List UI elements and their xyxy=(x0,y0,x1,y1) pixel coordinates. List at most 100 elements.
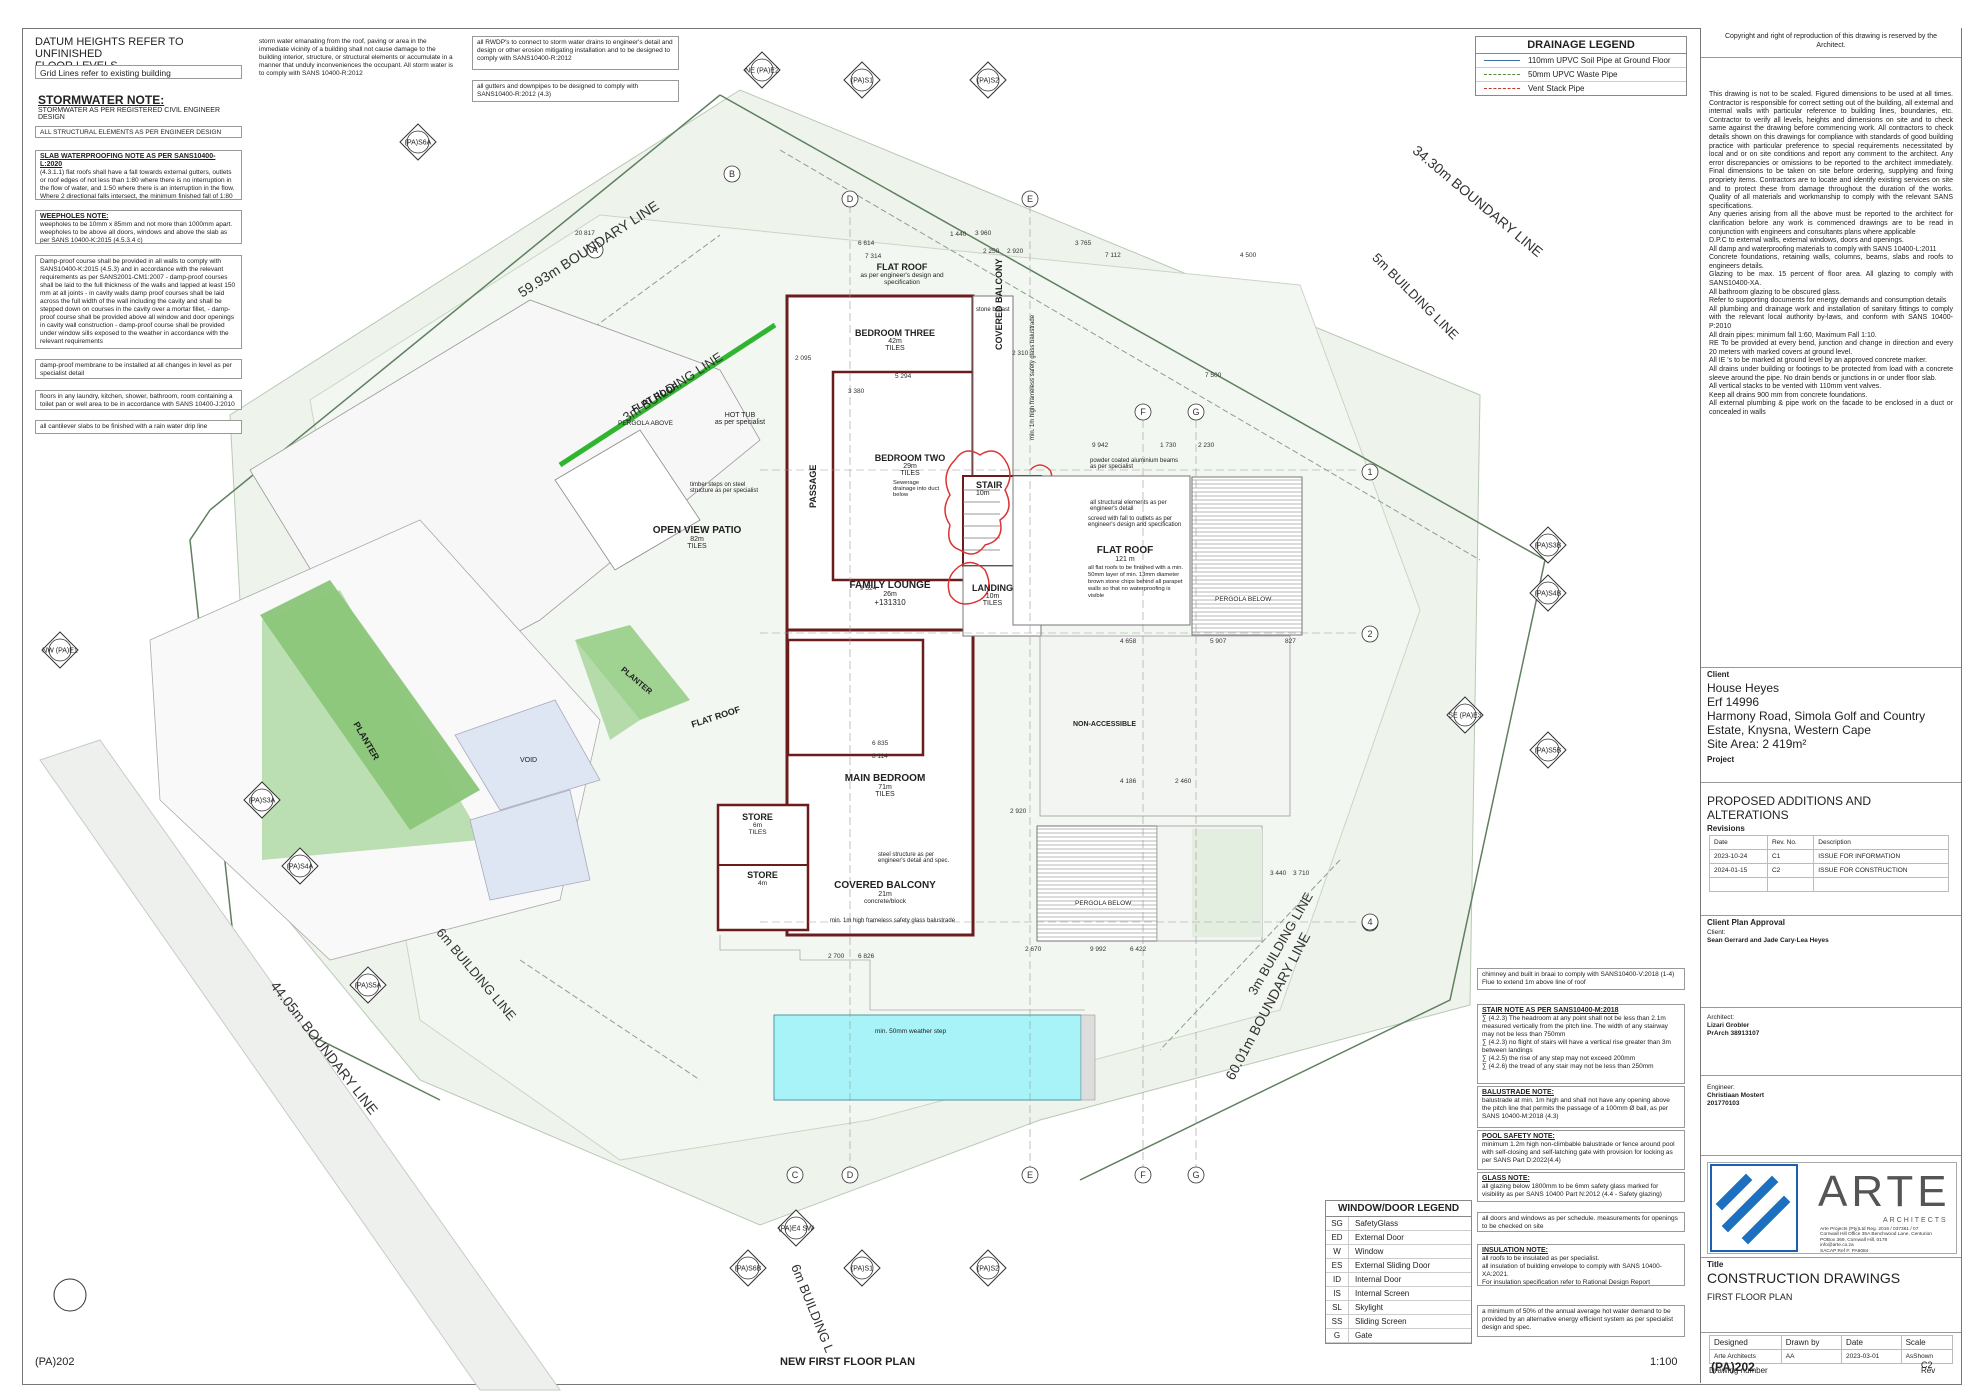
doors-note: all doors and windows as per schedule. m… xyxy=(1477,1212,1685,1232)
legend-code: SG xyxy=(1326,1217,1349,1230)
svg-text:(PA)S1: (PA)S1 xyxy=(851,78,873,85)
swimming-pool xyxy=(773,1014,1082,1101)
soil-pipe-swatch xyxy=(1484,60,1520,61)
section-marker: (PA)S3B xyxy=(1529,526,1567,564)
floors-note: floors in any laundry, kitchen, shower, … xyxy=(35,390,242,410)
section-marker: (PA)S4B xyxy=(1529,574,1567,612)
legend-code: G xyxy=(1326,1329,1349,1342)
water-heating-note: a minimum of 50% of the annual average h… xyxy=(1477,1305,1685,1337)
svg-text:(PA)S5A: (PA)S5A xyxy=(355,983,382,990)
arte-logo-icon xyxy=(1710,1164,1798,1252)
svg-text:E: E xyxy=(1027,194,1033,204)
grid-lines-note: Grid Lines refer to existing building xyxy=(35,65,242,79)
grid-marker: G xyxy=(1187,1166,1205,1184)
section-marker: NW (PA)E1 xyxy=(41,631,79,669)
stair-note: STAIR NOTE AS PER SANS10400-M:2018∑ (4.2… xyxy=(1477,1004,1685,1084)
svg-text:C: C xyxy=(792,1170,799,1180)
gutters-note: all gutters and downpipes to be designed… xyxy=(472,80,679,102)
rwdp-note: all RWDP's to connect to storm water dra… xyxy=(472,36,679,70)
logo-box: ARTE ARCHITECTS Arte Projects (Pty)Ltd R… xyxy=(1701,1156,1961,1258)
svg-text:G: G xyxy=(1192,1170,1199,1180)
vent-stack-swatch xyxy=(1484,88,1520,89)
legend-desc: Sliding Screen xyxy=(1355,1317,1407,1326)
legend-code: ES xyxy=(1326,1259,1349,1272)
section-marker: (PA)S5A xyxy=(349,966,387,1004)
legend-code: SS xyxy=(1326,1315,1349,1328)
grid-marker: B xyxy=(723,165,741,183)
copyright-box: Copyright and right of reproduction of t… xyxy=(1701,28,1961,58)
architect-box: Architect: Lizari Grobler PrArch 3891310… xyxy=(1701,1008,1961,1076)
grid-marker: F xyxy=(1134,1166,1152,1184)
title-block: Copyright and right of reproduction of t… xyxy=(1700,28,1961,1383)
legend-desc: External Door xyxy=(1355,1233,1404,1242)
grid-marker: 1 xyxy=(1361,463,1379,481)
storm-water-roof-note: storm water emanating from the roof, pav… xyxy=(255,36,460,86)
legend-desc: SafetyGlass xyxy=(1355,1219,1399,1228)
svg-text:(PA)S3A: (PA)S3A xyxy=(249,798,276,805)
section-marker: (PA)S6A xyxy=(399,123,437,161)
footer-plan-title: NEW FIRST FLOOR PLAN xyxy=(780,1356,916,1368)
firm-line: Arte Projects (Pty)Ltd Reg. 2016 / 03736… xyxy=(1820,1227,1919,1232)
legend-row: SG SafetyGlass xyxy=(1326,1217,1471,1231)
stormwater-note: STORMWATER NOTE: STORMWATER AS PER REGIS… xyxy=(38,93,221,121)
legend-row: SL Skylight xyxy=(1326,1301,1471,1315)
legend-row: G Gate xyxy=(1326,1329,1471,1343)
svg-text:(PA)S4B: (PA)S4B xyxy=(1535,591,1562,598)
project-box: PROPOSED ADDITIONS AND ALTERATIONS Revis… xyxy=(1701,786,1961,916)
revision-code: C2 xyxy=(1921,1360,1933,1370)
section-marker: (PA)S1 xyxy=(843,1249,881,1287)
section-marker: (PA)S6B xyxy=(729,1249,767,1287)
client-line: House Heyes xyxy=(1707,681,1780,695)
section-marker: (PA)S2 xyxy=(969,61,1007,99)
svg-text:D: D xyxy=(847,1170,854,1180)
section-marker: (PA)E4 SW xyxy=(777,1209,815,1247)
svg-text:(PA)S5B: (PA)S5B xyxy=(1535,748,1562,755)
legend-code: SL xyxy=(1326,1301,1349,1314)
grid-marker: E xyxy=(1021,1166,1039,1184)
legend-code: ED xyxy=(1326,1231,1349,1244)
section-marker: NE (PA)E2 xyxy=(743,51,781,89)
firm-line: info@arte.co.za xyxy=(1820,1243,1854,1249)
svg-text:1: 1 xyxy=(1367,467,1372,477)
drainage-legend: DRAINAGE LEGEND 110mm UPVC Soil Pipe at … xyxy=(1475,36,1687,96)
dpc-note: Damp-proof course shall be provided in a… xyxy=(35,255,242,349)
client-line: Estate, Knysna, Western Cape xyxy=(1707,723,1871,737)
legend-code: IS xyxy=(1326,1287,1349,1300)
svg-text:D: D xyxy=(847,194,854,204)
svg-text:(PA)S2: (PA)S2 xyxy=(977,1266,999,1273)
chimney-note: chimney and built in braai to comply wit… xyxy=(1477,968,1685,990)
weepholes-note: WEEPHOLES NOTE:weepholes to be 10mm x 85… xyxy=(35,210,242,244)
svg-text:(PA)S6A: (PA)S6A xyxy=(405,140,432,147)
svg-text:2: 2 xyxy=(1367,629,1372,639)
svg-text:A: A xyxy=(592,245,598,255)
firm-line: Cornwall Hill Office 35A Benchwood Lane,… xyxy=(1820,1232,1932,1238)
svg-text:B: B xyxy=(729,169,735,179)
svg-text:NE (PA)E2: NE (PA)E2 xyxy=(745,68,779,75)
slab-waterproofing-note: SLAB WATERPROOFING NOTE AS PER SANS10400… xyxy=(35,150,242,200)
legend-desc: Gate xyxy=(1355,1331,1373,1340)
title-box: Title CONSTRUCTION DRAWINGS FIRST FLOOR … xyxy=(1701,1258,1961,1333)
grid-marker: A xyxy=(586,241,604,259)
svg-text:F: F xyxy=(1140,407,1146,417)
general-notes-box: This drawing is not to be scaled. Figure… xyxy=(1701,88,1961,668)
svg-text:E: E xyxy=(1027,1170,1033,1180)
footer-drawing-ref: (PA)202 xyxy=(35,1356,75,1368)
grid-marker: D xyxy=(841,1166,859,1184)
svg-text:(PA)S2: (PA)S2 xyxy=(977,78,999,85)
insulation-note: INSULATION NOTE:all roofs to be insulate… xyxy=(1477,1244,1685,1286)
grid-marker: F xyxy=(1134,403,1152,421)
client-line: Erf 14996 xyxy=(1707,695,1760,709)
legend-desc: Skylight xyxy=(1355,1303,1384,1312)
legend-desc: Window xyxy=(1355,1247,1384,1256)
grid-marker: D xyxy=(841,190,859,208)
firm-line: POBox 369, Cornwall Hill, 0178 xyxy=(1820,1237,1888,1243)
